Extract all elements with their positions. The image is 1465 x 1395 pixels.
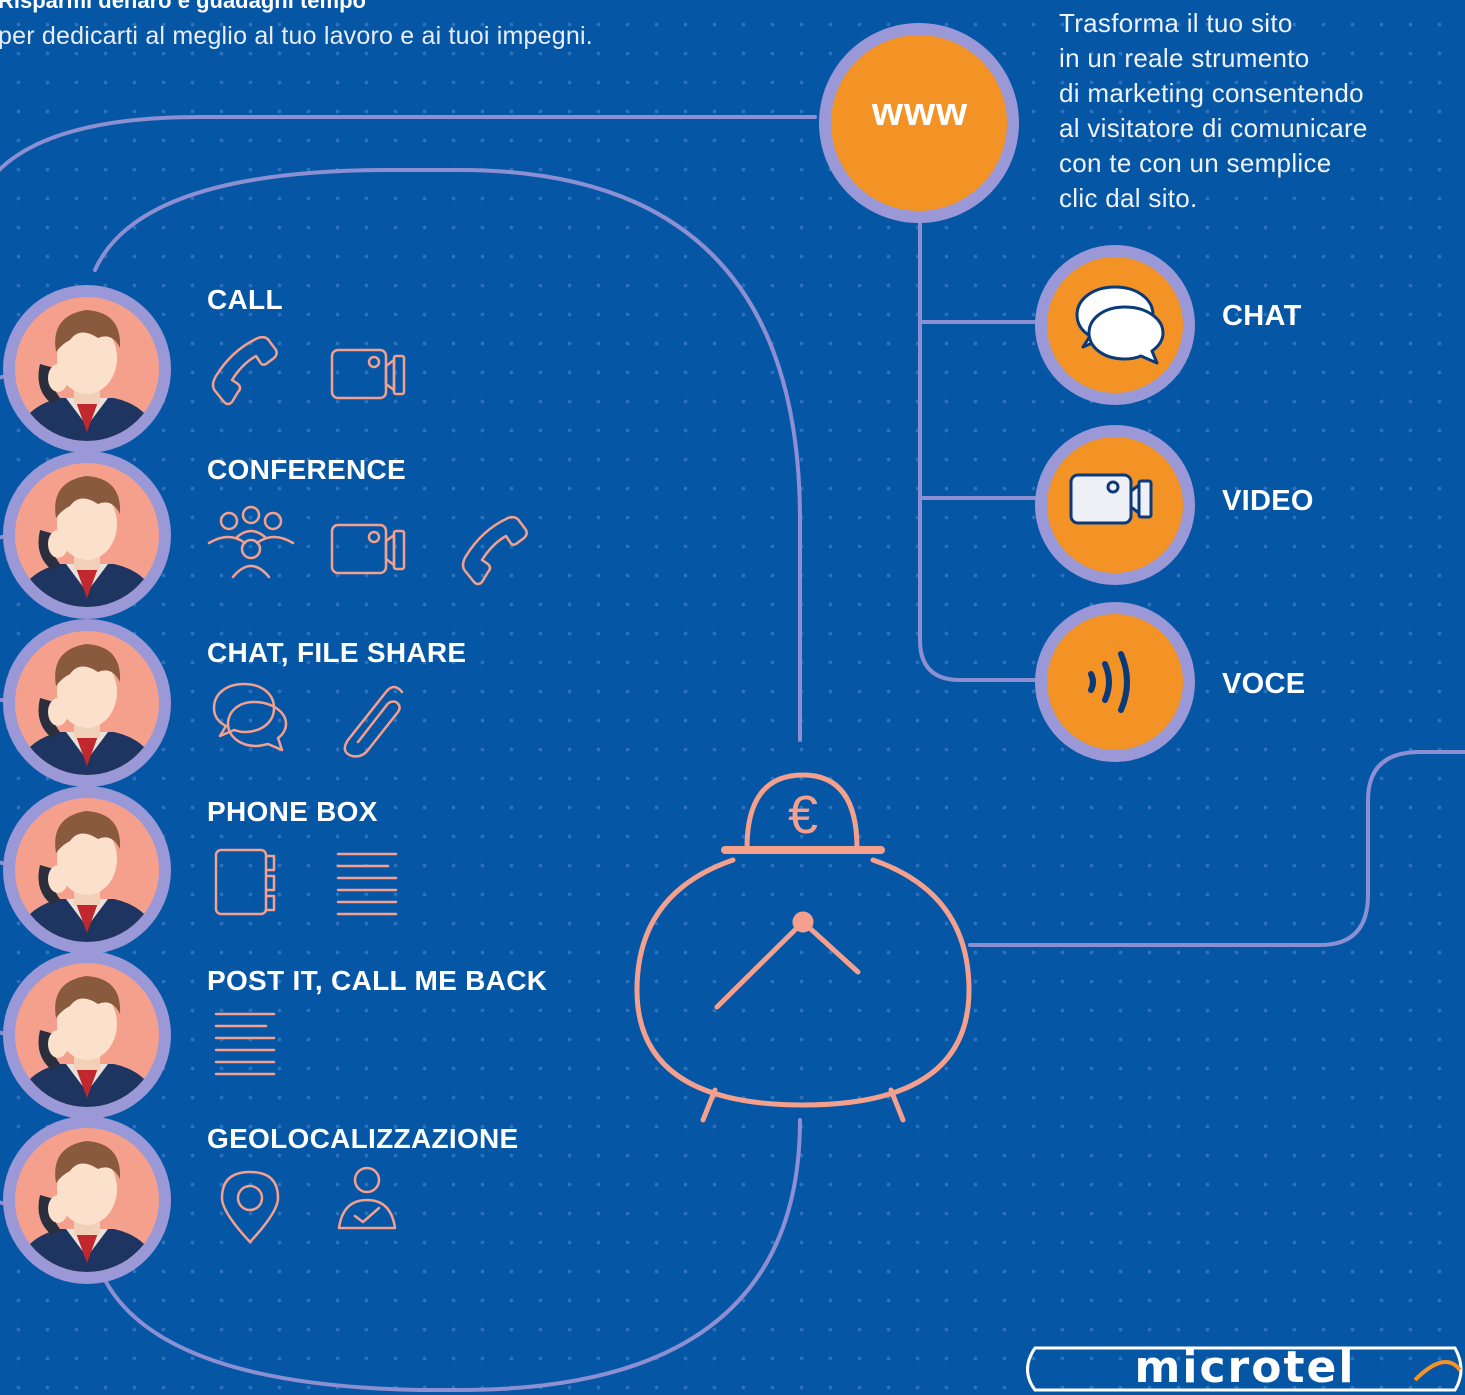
www-label: www — [871, 90, 969, 134]
right-route-line — [968, 750, 1465, 947]
www-node — [819, 23, 1019, 223]
euro-clock-icon: € — [634, 772, 972, 1123]
text-lines-icon — [336, 852, 398, 916]
location-pin-icon — [220, 1170, 280, 1244]
channel-label-chat: CHAT — [1222, 300, 1302, 332]
outer-loop-line — [0, 115, 817, 172]
feature-title-call: CALL — [207, 284, 283, 315]
chat-channel-badge — [1035, 245, 1195, 405]
voice-waves-icon — [1088, 651, 1130, 713]
feature-title-chat-file-share: CHAT, FILE SHARE — [207, 637, 467, 668]
video-camera-icon — [330, 348, 406, 400]
phone-icon — [461, 516, 528, 586]
logo-frame — [1026, 1346, 1463, 1392]
video-camera-icon — [1069, 473, 1153, 525]
group-icon — [207, 505, 295, 579]
www-description: Trasforma il tuo sito in un reale strume… — [1059, 6, 1368, 216]
feature-title-post-it: POST IT, CALL ME BACK — [207, 965, 548, 996]
inner-loop-line — [93, 168, 802, 742]
paperclip-icon — [343, 685, 404, 758]
bottom-loop-line — [98, 1118, 802, 1392]
page-subtitle: per dedicarti al meglio al tuo lavoro e … — [0, 22, 593, 50]
avatar — [0, 448, 175, 623]
avatar — [0, 783, 175, 958]
avatar — [0, 1113, 175, 1288]
www-description-line: clic dal sito. — [1059, 183, 1198, 213]
phone-icon — [211, 336, 278, 406]
voice-channel-badge — [1035, 602, 1195, 762]
address-book-icon — [214, 848, 276, 916]
feature-title-geolocalizzazione: GEOLOCALIZZAZIONE — [207, 1123, 519, 1154]
www-description-line: di marketing consentendo — [1059, 78, 1364, 108]
channel-label-video: VIDEO — [1222, 485, 1314, 517]
avatar — [0, 282, 175, 457]
microtel-logo: microtel — [1134, 1342, 1356, 1393]
channel-label-voce: VOCE — [1222, 668, 1306, 700]
video-channel-badge — [1035, 425, 1195, 585]
chat-bubbles-icon — [1075, 285, 1165, 365]
euro-symbol: € — [788, 785, 818, 845]
feature-title-phone-box: PHONE BOX — [207, 796, 378, 827]
page-title: Risparmi denaro e guadagni tempo — [0, 0, 366, 13]
avatar — [0, 616, 175, 791]
avatar — [0, 948, 175, 1123]
feature-title-conference: CONFERENCE — [207, 454, 407, 485]
www-description-line: con te con un semplice — [1059, 148, 1332, 178]
text-lines-icon — [214, 1012, 276, 1076]
www-description-line: al visitatore di comunicare — [1059, 113, 1368, 143]
chat-bubbles-icon — [212, 682, 288, 752]
video-camera-icon — [330, 523, 406, 575]
user-check-icon — [337, 1166, 397, 1230]
www-description-line: Trasforma il tuo sito — [1059, 8, 1293, 38]
www-trunk-line — [918, 213, 1047, 682]
www-description-line: in un reale strumento — [1059, 43, 1310, 73]
